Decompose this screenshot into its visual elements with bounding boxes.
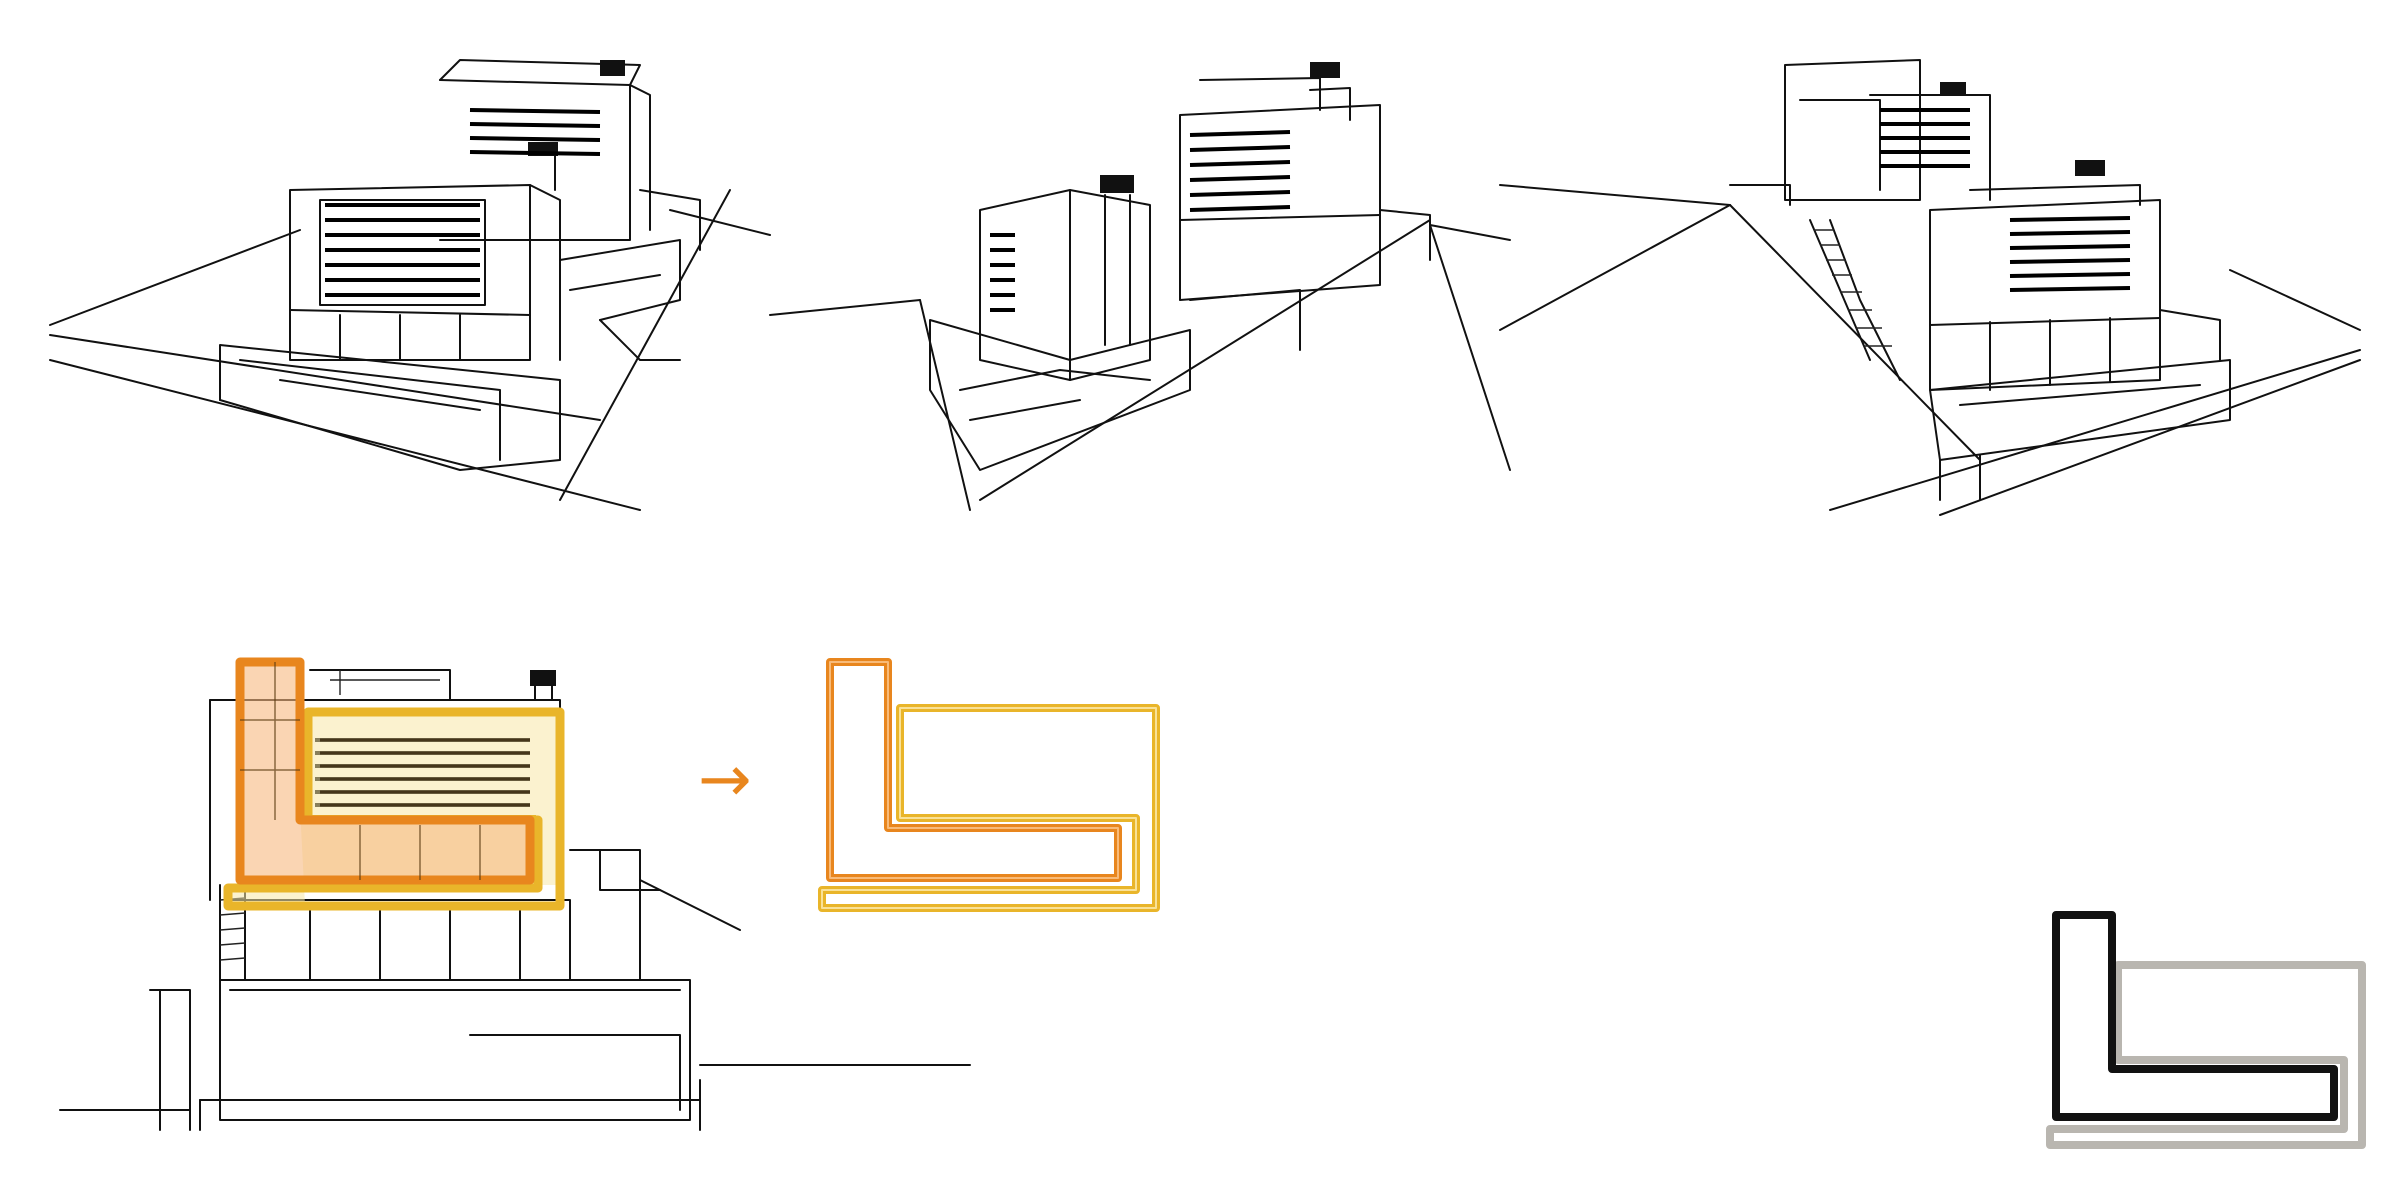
perspective-view-1 bbox=[40, 59, 780, 520]
perspective-view-3 bbox=[1499, 59, 2380, 520]
interlocking-l-shapes-color bbox=[818, 658, 1160, 912]
perspective-view-2 bbox=[769, 60, 1511, 520]
l-shape-diagram-color bbox=[810, 650, 1170, 920]
perspective-sketch-1 bbox=[49, 59, 771, 511]
facade-sketch bbox=[59, 657, 971, 1131]
facade-elevation bbox=[59, 640, 990, 1140]
interlocking-l-shapes-mono bbox=[2046, 911, 2366, 1149]
perspective-sketch-3 bbox=[1499, 59, 2361, 516]
right-arrow-icon: → bbox=[698, 743, 752, 817]
perspective-sketch-2 bbox=[769, 62, 1511, 511]
l-shape-diagram-mono bbox=[2040, 905, 2380, 1160]
